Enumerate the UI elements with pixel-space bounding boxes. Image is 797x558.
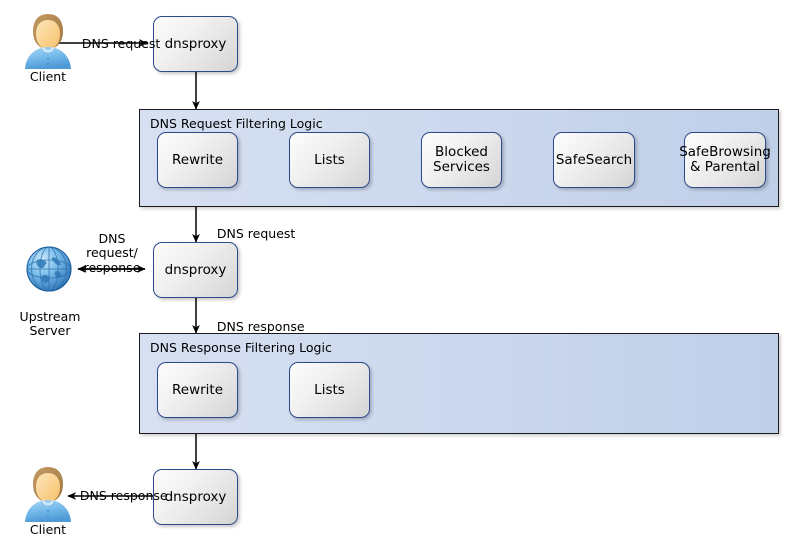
stage-rewrite-response[interactable]: Rewrite [157, 362, 238, 418]
panel-request-filtering-title: DNS Request Filtering Logic [150, 116, 323, 131]
user-icon-client-bottom [25, 467, 71, 522]
edge-label-proxy-to-request: DNS request [201, 212, 295, 256]
stage-safebrowsing-parental[interactable]: SafeBrowsing & Parental [679, 132, 771, 188]
stage-rewrite[interactable]: Rewrite [157, 132, 238, 188]
edge-label-client-to-proxy-text: DNS request [81, 35, 161, 51]
edge-label-proxy-to-response-text: DNS response [216, 318, 305, 334]
stage-lists[interactable]: Lists [289, 132, 370, 188]
dnsproxy-middle-label: dnsproxy [164, 261, 227, 278]
upstream-caption: Upstream Server [5, 295, 95, 339]
edge-label-proxy-to-response: DNS response [201, 305, 305, 349]
dnsproxy-middle[interactable]: dnsproxy [153, 242, 238, 298]
panel-response-filtering-title: DNS Response Filtering Logic [150, 340, 332, 355]
client-top-caption: Client [8, 69, 88, 85]
dnsproxy-bottom[interactable]: dnsproxy [153, 469, 238, 525]
client-top-label: Client [29, 69, 67, 84]
upstream-label: Upstream Server [19, 308, 81, 338]
stage-rewrite-label: Rewrite [171, 151, 224, 168]
stage-lists-label: Lists [314, 151, 345, 168]
stage-safebrowsing-parental-label: SafeBrowsing & Parental [679, 144, 771, 175]
panel-response-filtering: DNS Response Filtering Logic [139, 333, 779, 434]
edge-label-upstream-exchange: DNS request/ response [78, 217, 146, 275]
stage-safesearch[interactable]: SafeSearch [553, 132, 635, 188]
stage-safesearch-label: SafeSearch [555, 151, 633, 168]
edge-label-client-to-proxy: DNS request [66, 22, 160, 66]
client-bottom-label: Client [29, 522, 67, 537]
dnsproxy-bottom-label: dnsproxy [164, 488, 227, 505]
dnsproxy-top-label: dnsproxy [164, 35, 227, 52]
stage-rewrite-response-label: Rewrite [171, 381, 224, 398]
edge-label-upstream-exchange-text: DNS request/ response [83, 230, 141, 275]
client-bottom-caption: Client [8, 522, 88, 538]
stage-lists-response[interactable]: Lists [289, 362, 370, 418]
edge-label-proxy-to-client-text: DNS response [79, 487, 168, 503]
stage-blocked-services[interactable]: Blocked Services [421, 132, 502, 188]
edge-label-proxy-to-client: DNS response [64, 474, 168, 518]
dnsproxy-top[interactable]: dnsproxy [153, 16, 238, 72]
stage-blocked-services-label: Blocked Services [433, 144, 490, 175]
user-icon-client-top [25, 14, 71, 69]
edge-label-proxy-to-request-text: DNS request [216, 225, 296, 241]
stage-lists-response-label: Lists [314, 381, 345, 398]
globe-icon-upstream [26, 246, 72, 292]
